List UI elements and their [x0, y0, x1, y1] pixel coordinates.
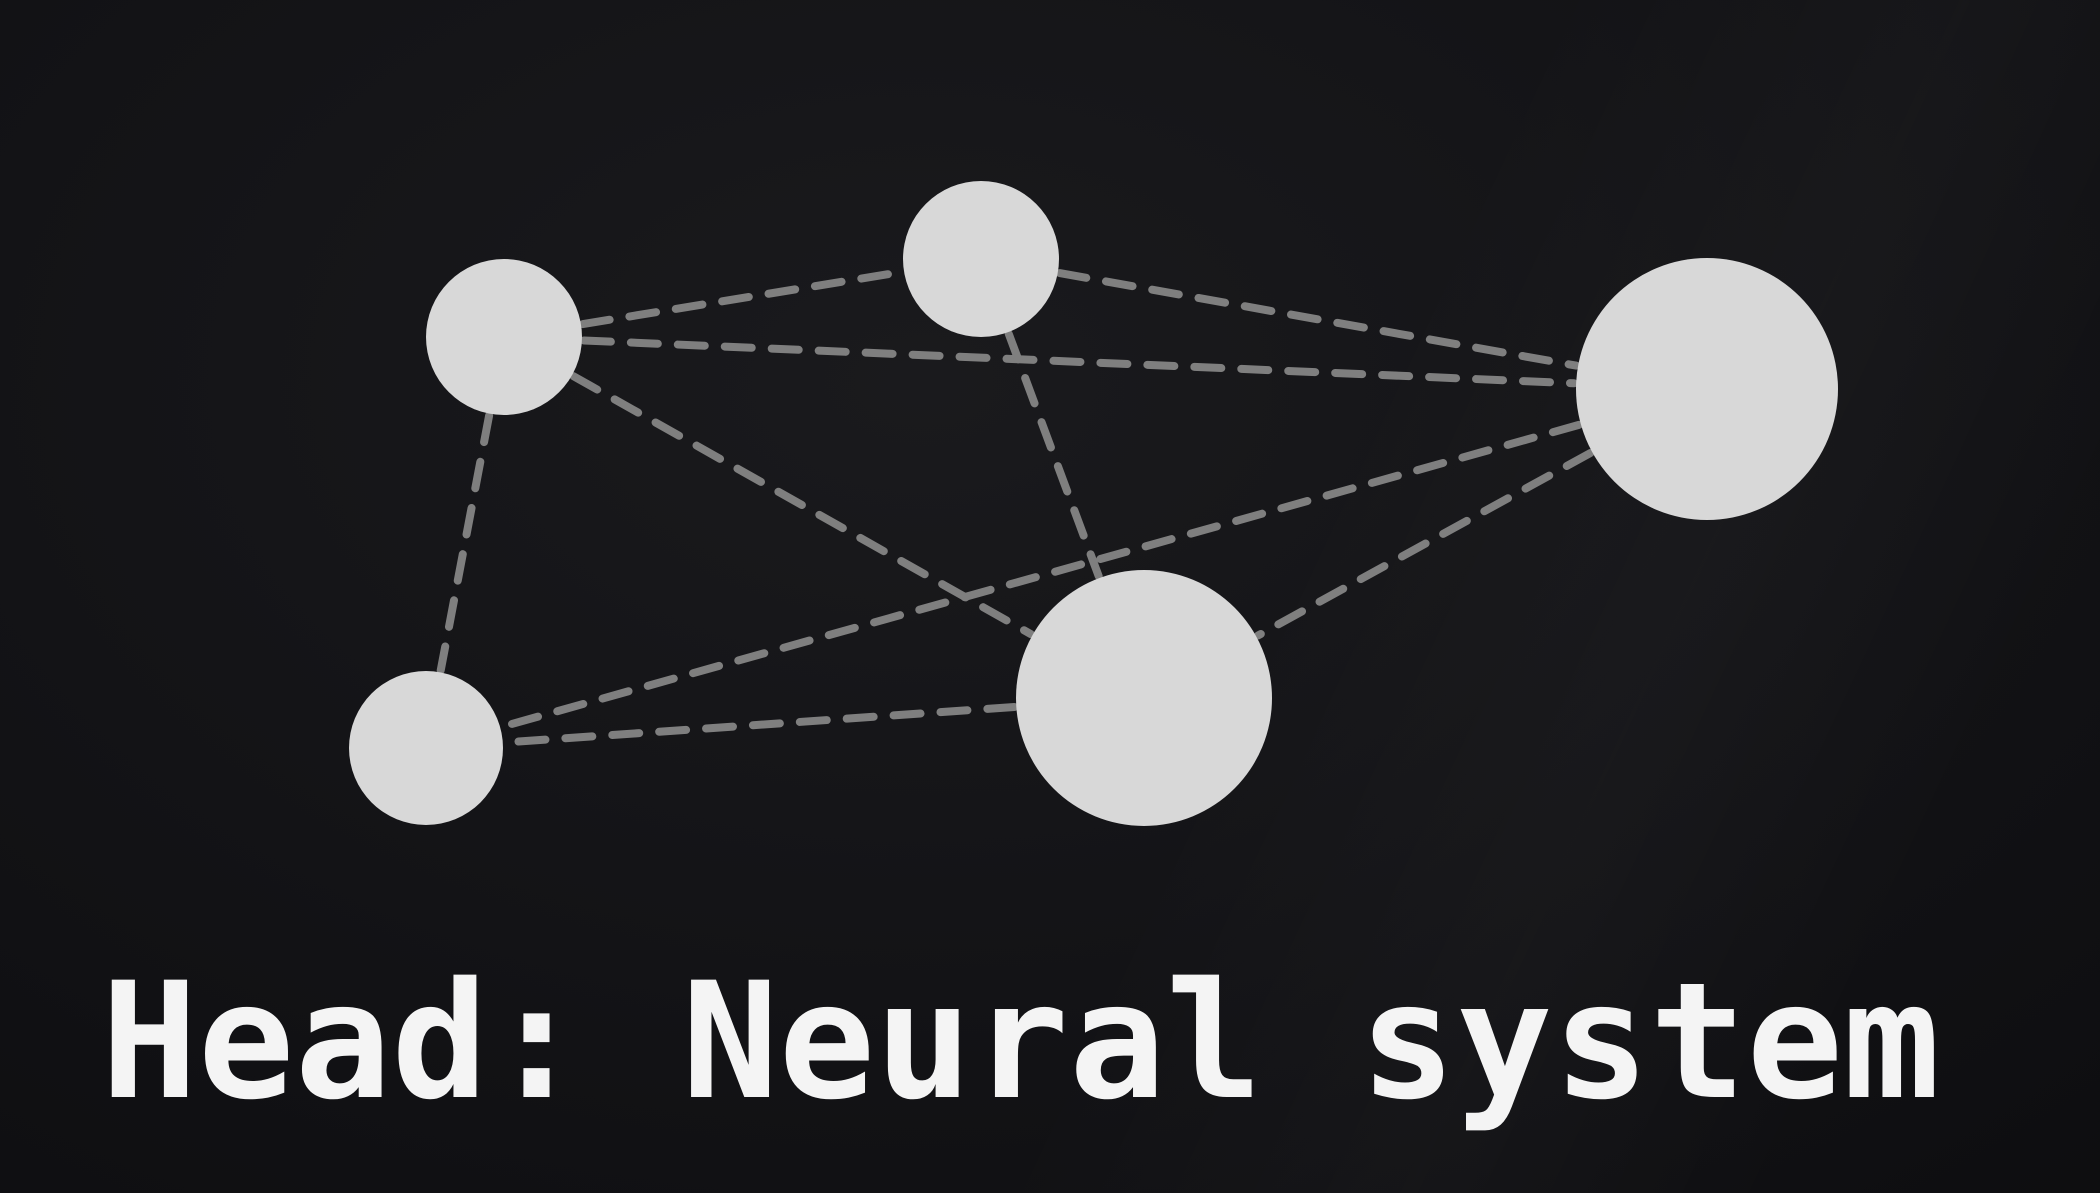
node-bottom-left: [349, 671, 503, 825]
edge-node-top-left--node-bottom-left: [436, 411, 494, 675]
node-top-left: [426, 259, 582, 415]
edge-node-top-center--node-bottom-center: [1004, 330, 1103, 581]
node-top-center: [903, 181, 1059, 337]
edge-node-right--node-bottom-left: [498, 420, 1583, 731]
node-right: [1576, 258, 1838, 520]
edge-node-right--node-bottom-center: [1254, 449, 1595, 640]
node-bottom-center: [1016, 570, 1272, 826]
edge-node-top-center--node-right: [1055, 269, 1581, 370]
edge-node-bottom-center--node-bottom-left: [500, 703, 1019, 747]
edges-layer: [436, 267, 1595, 747]
nodes-layer: [349, 181, 1838, 826]
edge-node-top-left--node-top-center: [579, 267, 906, 329]
edge-node-top-left--node-bottom-center: [569, 372, 1035, 639]
edge-node-top-left--node-right: [579, 336, 1579, 388]
caption-text: Head: Neural system: [101, 948, 1940, 1135]
